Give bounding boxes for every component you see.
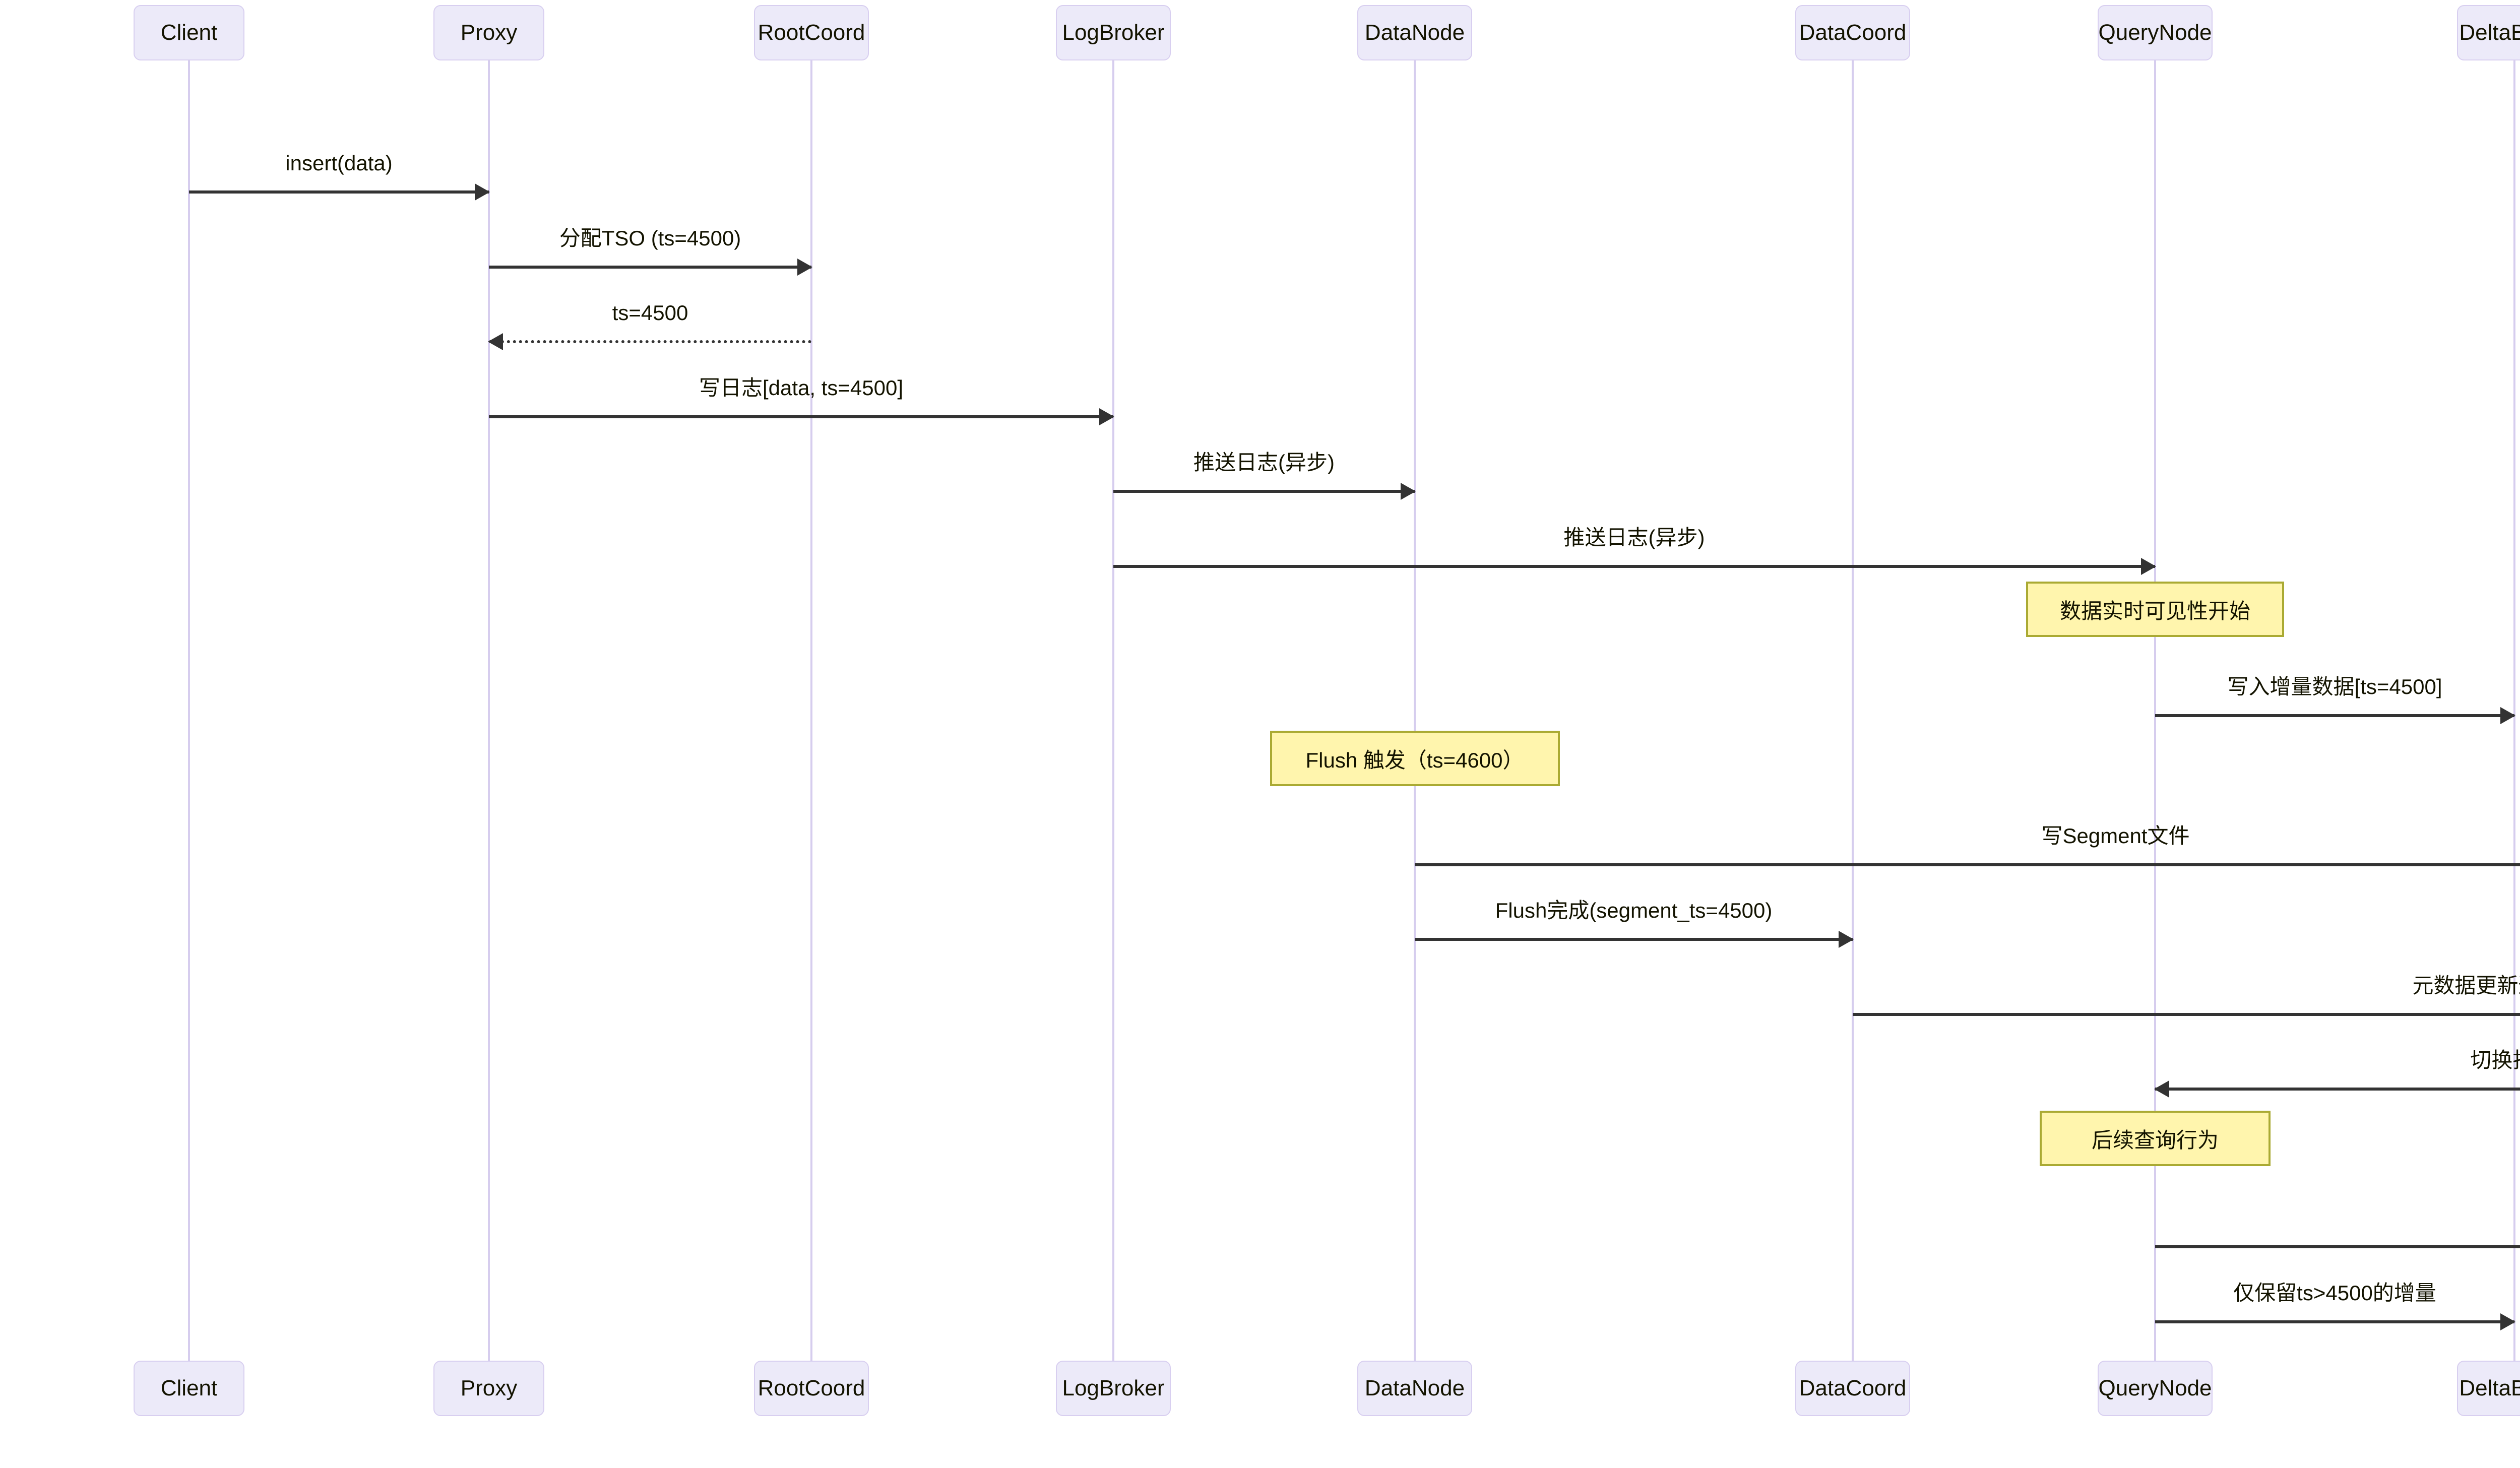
actor-label: DataCoord bbox=[1799, 1375, 1907, 1400]
actor-top-datacoord[interactable]: DataCoord bbox=[1795, 5, 1910, 60]
arrow-head-icon bbox=[488, 333, 503, 350]
message-label: 切换指令: "停止使用ts≤4500的增量" bbox=[2470, 1048, 2520, 1072]
actor-top-client[interactable]: Client bbox=[134, 5, 244, 60]
message-m7: 写入增量数据[ts=4500] bbox=[2155, 676, 2515, 726]
message-line bbox=[489, 266, 811, 269]
message-line bbox=[489, 415, 1113, 418]
actor-top-proxy[interactable]: Proxy bbox=[433, 5, 544, 60]
message-m11: 切换指令: "停止使用ts≤4500的增量" bbox=[2154, 1050, 2520, 1099]
message-m12: 加载新Segment(ts≤4500) bbox=[2155, 1237, 2520, 1257]
actor-bottom-deltabuffer[interactable]: DeltaBuffer bbox=[2457, 1361, 2520, 1416]
message-m13: 仅保留ts>4500的增量 bbox=[2155, 1283, 2515, 1332]
message-line bbox=[1415, 938, 1853, 941]
actor-label: RootCoord bbox=[758, 20, 865, 45]
lifeline-client bbox=[188, 60, 190, 1361]
arrow-head-icon bbox=[1839, 931, 1854, 948]
actor-label: QueryNode bbox=[2098, 1375, 2212, 1400]
actor-bottom-client[interactable]: Client bbox=[134, 1361, 244, 1416]
actor-label: RootCoord bbox=[758, 1375, 865, 1400]
message-label: 元数据更新通知 bbox=[2412, 974, 2520, 997]
lifeline-proxy bbox=[488, 60, 490, 1361]
actor-bottom-querynode[interactable]: QueryNode bbox=[2098, 1361, 2213, 1416]
message-line bbox=[2155, 714, 2514, 717]
message-line bbox=[2155, 1088, 2520, 1091]
note-n1: 数据实时可见性开始 bbox=[2026, 582, 2284, 637]
actor-label: Client bbox=[160, 20, 218, 45]
message-line bbox=[1415, 863, 2520, 866]
message-line bbox=[1113, 565, 2155, 568]
actor-label: DeltaBuffer bbox=[2459, 1375, 2520, 1400]
message-line bbox=[1113, 490, 1415, 493]
arrow-head-icon bbox=[797, 259, 812, 276]
actor-label: Proxy bbox=[460, 20, 518, 45]
message-m6: 推送日志(异步) bbox=[1113, 527, 2156, 577]
actor-top-deltabuffer[interactable]: DeltaBuffer bbox=[2457, 5, 2520, 60]
lifeline-datacoord bbox=[1852, 60, 1854, 1361]
message-label: 分配TSO (ts=4500) bbox=[559, 226, 741, 250]
actor-bottom-rootcoord[interactable]: RootCoord bbox=[754, 1361, 869, 1416]
message-label: 仅保留ts>4500的增量 bbox=[2233, 1281, 2436, 1305]
message-m8: 写Segment文件 bbox=[1415, 825, 2520, 875]
actor-label: QueryNode bbox=[2098, 20, 2212, 45]
lifeline-rootcoord bbox=[810, 60, 812, 1361]
arrow-head-icon bbox=[2500, 707, 2515, 724]
arrow-head-icon bbox=[1401, 483, 1416, 500]
actor-label: LogBroker bbox=[1062, 1375, 1165, 1400]
actor-bottom-datacoord[interactable]: DataCoord bbox=[1795, 1361, 1910, 1416]
message-m3: ts=4500 bbox=[488, 302, 811, 352]
message-label: 写Segment文件 bbox=[2041, 824, 2190, 848]
actor-label: Client bbox=[160, 1375, 218, 1400]
message-label: ts=4500 bbox=[612, 301, 688, 325]
lifeline-datanode bbox=[1414, 60, 1416, 1361]
message-m10: 元数据更新通知 bbox=[1853, 975, 2520, 1025]
actor-bottom-datanode[interactable]: DataNode bbox=[1357, 1361, 1472, 1416]
message-label: Flush完成(segment_ts=4500) bbox=[1495, 899, 1773, 922]
actor-label: Proxy bbox=[460, 1375, 518, 1400]
message-line bbox=[2155, 1320, 2514, 1323]
note-n2: Flush 触发（ts=4600） bbox=[1270, 731, 1560, 786]
message-m4: 写日志[data, ts=4500] bbox=[489, 377, 1114, 427]
message-label: 加载新Segment(ts≤4500) bbox=[2155, 1207, 2520, 1229]
message-label: 写入增量数据[ts=4500] bbox=[2227, 675, 2442, 698]
actor-label: LogBroker bbox=[1062, 20, 1165, 45]
actor-label: DataCoord bbox=[1799, 20, 1907, 45]
lifeline-logbroker bbox=[1112, 60, 1114, 1361]
arrow-head-icon bbox=[2141, 558, 2156, 575]
message-line bbox=[189, 190, 489, 194]
message-m9: Flush完成(segment_ts=4500) bbox=[1415, 900, 1854, 949]
message-line bbox=[489, 340, 811, 343]
arrow-head-icon bbox=[475, 183, 490, 201]
actor-label: DataNode bbox=[1364, 1375, 1465, 1400]
actor-label: DeltaBuffer bbox=[2459, 20, 2520, 45]
actor-bottom-logbroker[interactable]: LogBroker bbox=[1056, 1361, 1171, 1416]
actor-top-logbroker[interactable]: LogBroker bbox=[1056, 5, 1171, 60]
message-label: 写日志[data, ts=4500] bbox=[699, 376, 904, 400]
message-m1: insert(data) bbox=[189, 153, 490, 202]
actor-top-rootcoord[interactable]: RootCoord bbox=[754, 5, 869, 60]
message-label: insert(data) bbox=[285, 151, 393, 175]
arrow-head-icon bbox=[2154, 1080, 2169, 1098]
actor-top-querynode[interactable]: QueryNode bbox=[2098, 5, 2213, 60]
message-m2: 分配TSO (ts=4500) bbox=[489, 228, 812, 277]
actor-top-datanode[interactable]: DataNode bbox=[1357, 5, 1472, 60]
arrow-head-icon bbox=[2500, 1313, 2515, 1330]
message-m5: 推送日志(异步) bbox=[1113, 452, 1416, 501]
message-line bbox=[1853, 1013, 2520, 1016]
arrow-head-icon bbox=[1099, 408, 1114, 425]
message-label: 推送日志(异步) bbox=[1563, 526, 1705, 549]
message-label: 推送日志(异步) bbox=[1193, 451, 1335, 474]
message-line bbox=[2155, 1245, 2520, 1248]
lifeline-querynode bbox=[2154, 60, 2156, 1361]
actor-bottom-proxy[interactable]: Proxy bbox=[433, 1361, 544, 1416]
note-n3: 后续查询行为 bbox=[2040, 1111, 2271, 1166]
actor-label: DataNode bbox=[1364, 20, 1465, 45]
